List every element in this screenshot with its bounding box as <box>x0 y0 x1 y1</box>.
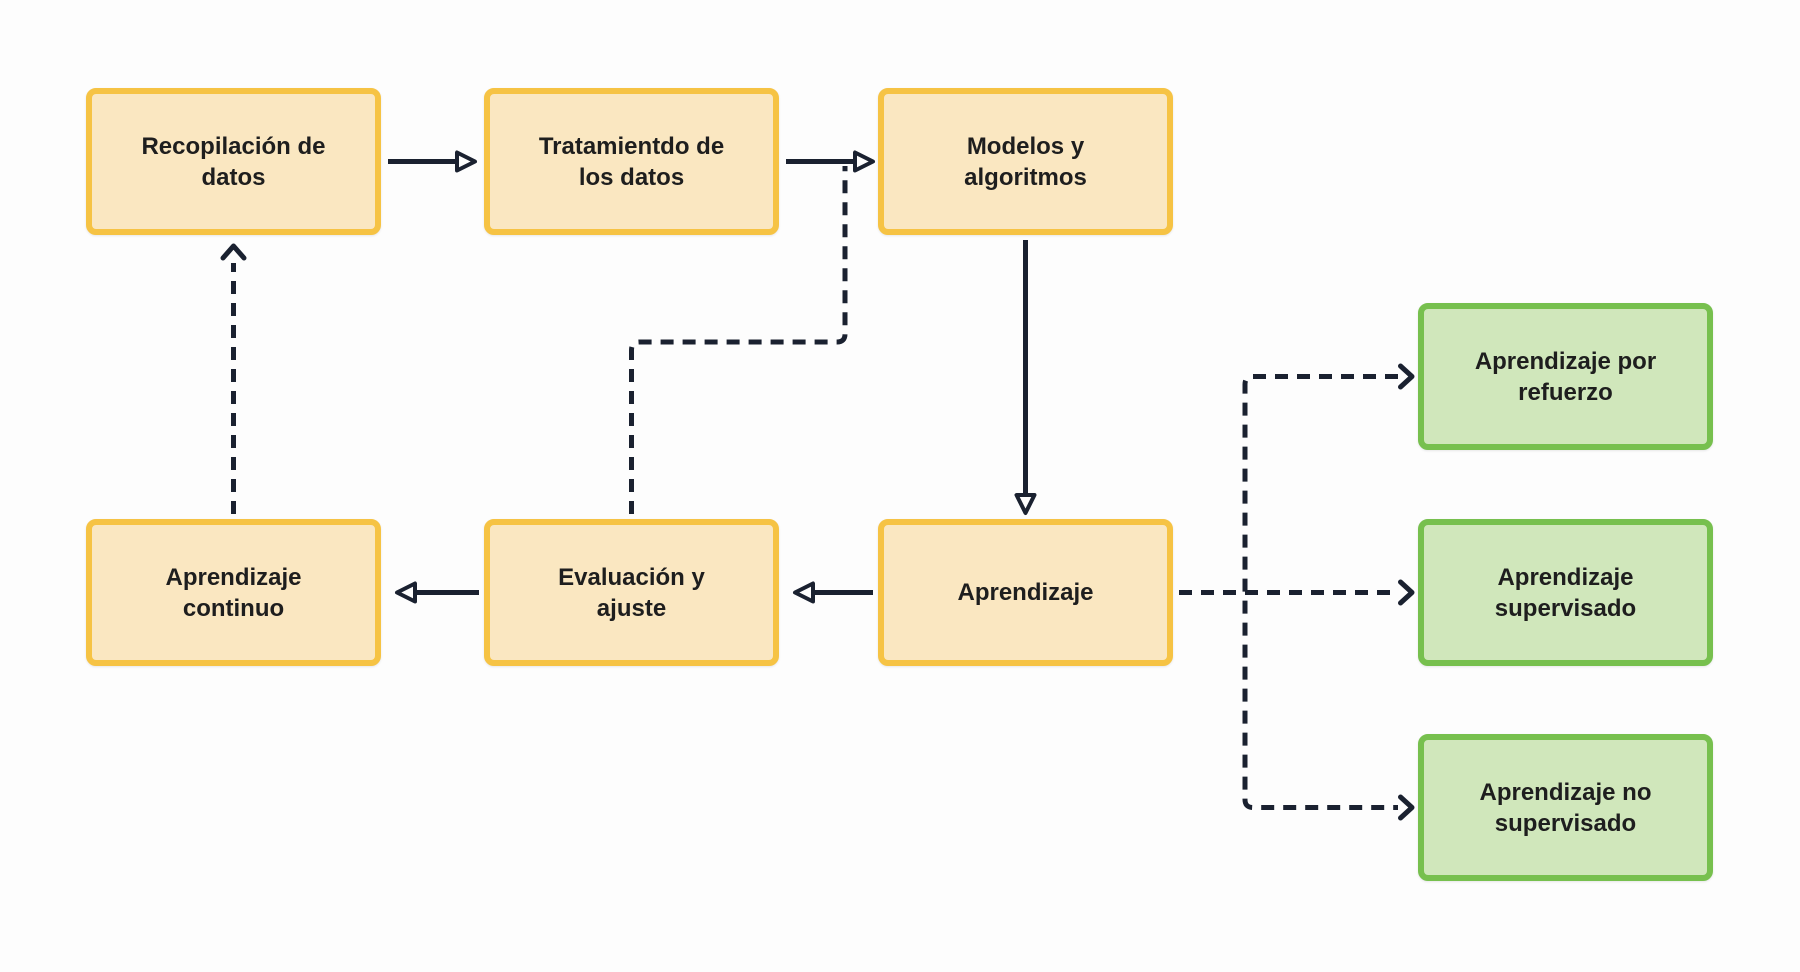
node-label: Aprendizaje supervisado <box>1494 563 1637 622</box>
node-label: Recopilación de datos <box>141 132 326 191</box>
node-label: Modelos y algoritmos <box>964 132 1087 191</box>
arrowhead-left-icon <box>793 581 815 604</box>
arrowhead-right-icon <box>853 150 875 173</box>
arrowhead-right-icon <box>455 150 477 173</box>
edge-aprendizaje-to-evaluacion <box>793 581 873 604</box>
node-aprendizaje: Aprendizaje <box>878 519 1173 666</box>
node-label: Evaluación y ajuste <box>558 563 705 622</box>
edge-modelos-to-aprendizaje <box>1014 240 1037 515</box>
node-label: Aprendizaje continuo <box>165 563 302 622</box>
arrowhead-right-icon <box>1398 794 1415 821</box>
node-tratamiento-de-datos: Tratamientdo de los datos <box>484 88 779 235</box>
node-evaluacion-y-ajuste: Evaluación y ajuste <box>484 519 779 666</box>
node-aprendizaje-supervisado: Aprendizaje supervisado <box>1418 519 1713 666</box>
arrowhead-up-icon <box>220 243 247 261</box>
edge-aprendizaje-branch-trunk <box>1242 363 1415 821</box>
arrowhead-right-icon <box>1398 363 1415 390</box>
node-aprendizaje-no-supervisado: Aprendizaje no supervisado <box>1418 734 1713 881</box>
edge-continuo-to-recopilacion <box>220 243 247 514</box>
arrowhead-left-icon <box>395 581 417 604</box>
edge-evaluacion-to-continuo <box>395 581 479 604</box>
edge-aprendizaje-to-supervisado <box>1179 579 1415 606</box>
node-label: Aprendizaje <box>957 579 1094 606</box>
node-modelos-y-algoritmos: Modelos y algoritmos <box>878 88 1173 235</box>
node-aprendizaje-continuo: Aprendizaje continuo <box>86 519 381 666</box>
arrowhead-down-icon <box>1014 493 1037 515</box>
edge-recopilacion-to-tratamiento <box>388 150 477 173</box>
node-label: Tratamientdo de los datos <box>538 132 725 191</box>
edge-evaluacion-to-modelos-feedback <box>629 166 848 514</box>
node-recopilacion-de-datos: Recopilación de datos <box>86 88 381 235</box>
node-label: Aprendizaje no supervisado <box>1479 778 1652 837</box>
edge-tratamiento-to-modelos <box>786 150 875 173</box>
node-label: Aprendizaje por refuerzo <box>1474 347 1657 406</box>
node-aprendizaje-por-refuerzo: Aprendizaje por refuerzo <box>1418 303 1713 450</box>
arrowhead-right-icon <box>1398 579 1415 606</box>
